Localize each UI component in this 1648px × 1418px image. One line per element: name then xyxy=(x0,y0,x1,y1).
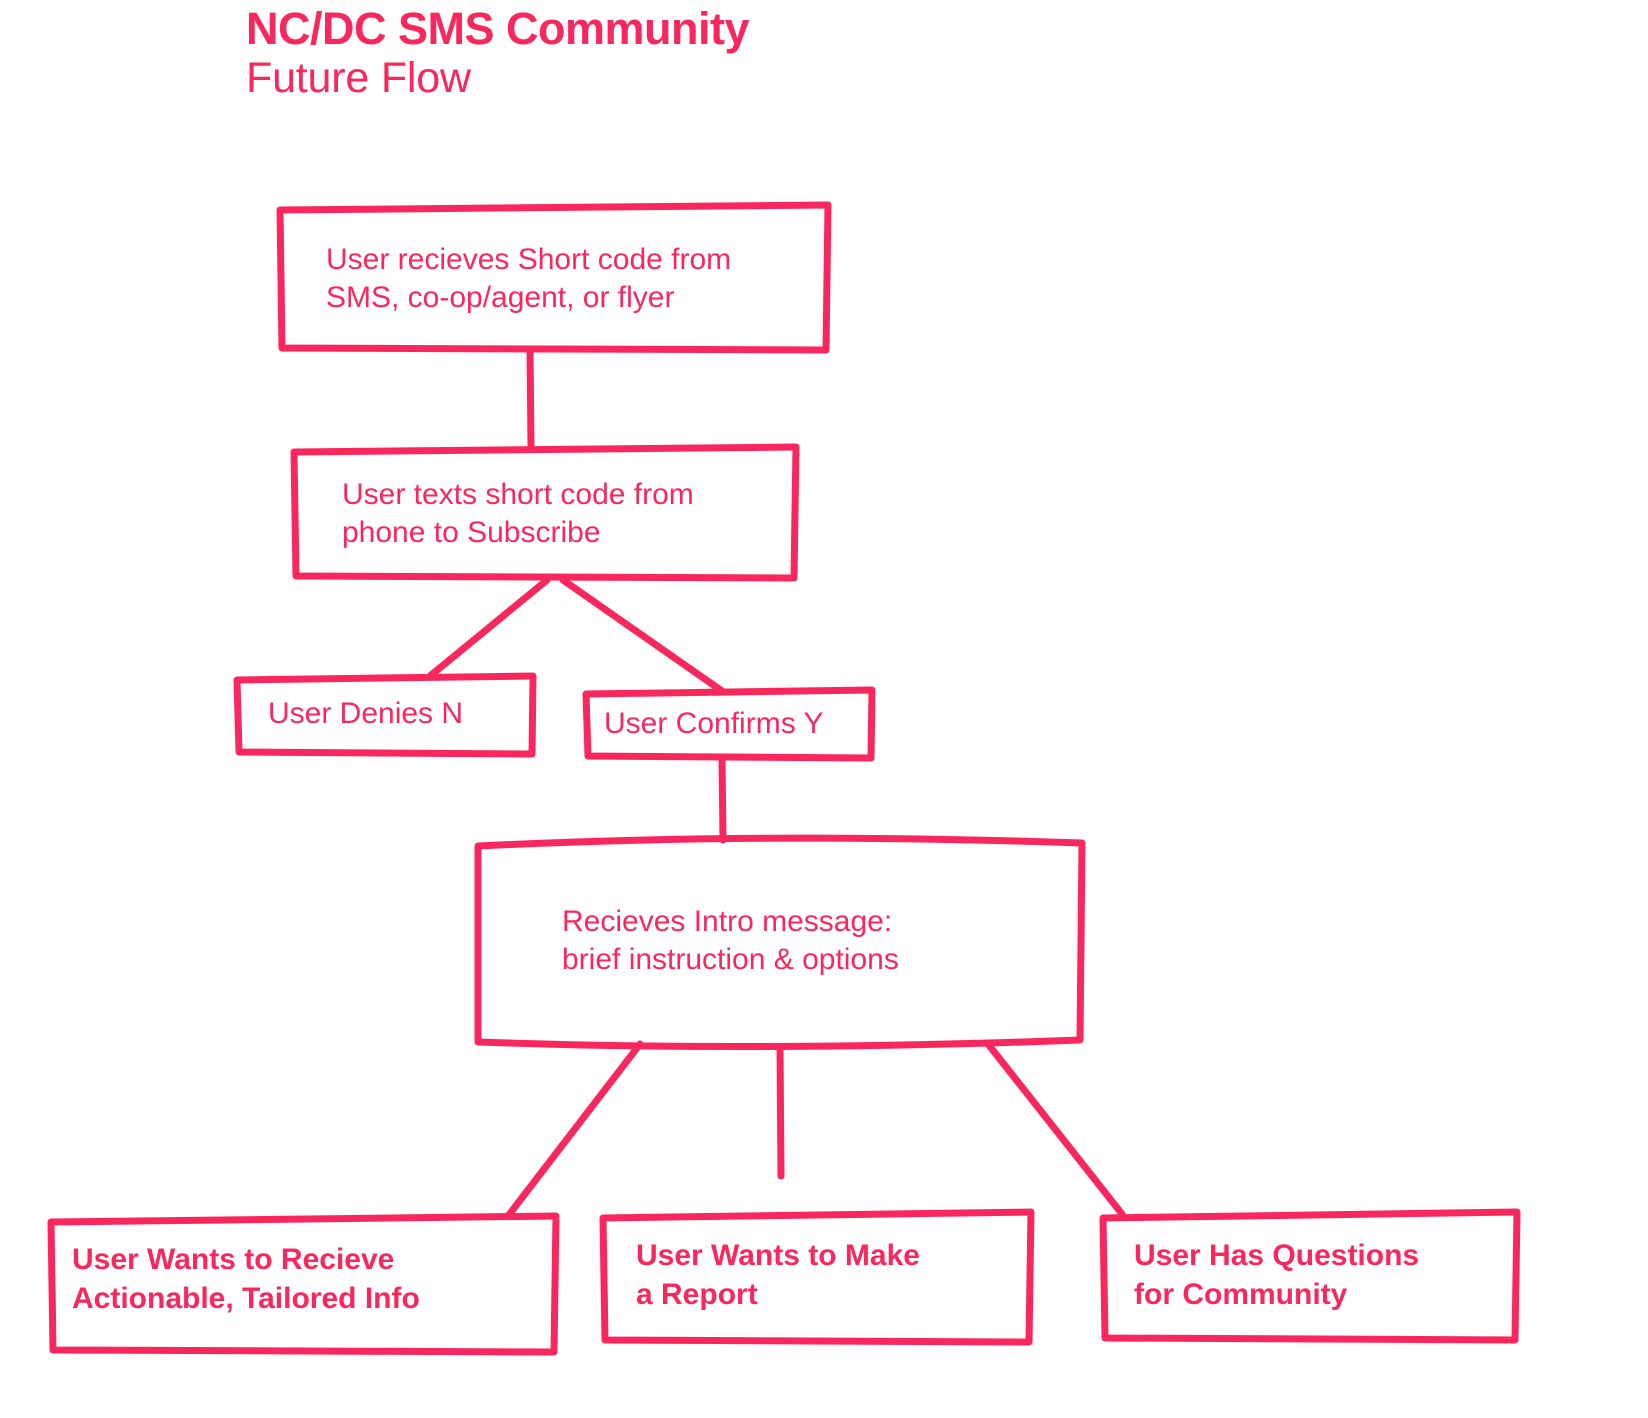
node-label: User Wants to Recieve Actionable, Tailor… xyxy=(72,1243,420,1315)
page-title: NC/DC SMS Community Future Flow xyxy=(246,3,1146,103)
node-receive-shortcode[interactable]: User recieves Short code from SMS, co-op… xyxy=(278,205,830,353)
node-label: User Confirms Y xyxy=(604,706,824,740)
node-box-make-report[interactable] xyxy=(599,1208,1035,1346)
edge-confirms-to-intro xyxy=(718,754,727,844)
node-label: User recieves Short code from SMS, co-op… xyxy=(326,242,732,314)
node-box-texts-shortcode[interactable] xyxy=(290,443,800,582)
edge-texts-to-confirms xyxy=(559,576,726,695)
node-label: Recieves Intro message: brief instructio… xyxy=(562,904,899,976)
title-line-secondary: Future Flow xyxy=(246,54,471,103)
node-box-tailored-info[interactable] xyxy=(47,1212,560,1356)
node-texts-shortcode[interactable]: User texts short code from phone to Subs… xyxy=(292,447,798,581)
node-box-intro[interactable] xyxy=(474,834,1086,1051)
node-label: User Denies N xyxy=(268,696,464,730)
node-confirms[interactable]: User Confirms Y xyxy=(584,690,874,758)
node-intro[interactable]: Recieves Intro message: brief instructio… xyxy=(474,838,1032,1044)
node-box-receive-shortcode[interactable] xyxy=(276,201,832,354)
edge-texts-to-denies xyxy=(426,576,551,680)
node-label: User Has Questions for Community xyxy=(1134,1239,1420,1311)
node-tailored-info[interactable]: User Wants to Recieve Actionable, Tailor… xyxy=(48,1216,558,1342)
node-make-report[interactable]: User Wants to Make a Report xyxy=(600,1212,1032,1338)
title-line-primary: NC/DC SMS Community xyxy=(246,3,750,54)
edge-intro-to-has-questions xyxy=(984,1040,1126,1218)
node-box-confirms[interactable] xyxy=(582,686,876,762)
edge-intro-to-tailored-info xyxy=(504,1040,644,1220)
edge-receive-to-texts xyxy=(526,346,535,451)
node-label: User Wants to Make a Report xyxy=(636,1239,920,1311)
node-denies[interactable]: User Denies N xyxy=(234,676,534,752)
edge-intro-to-make-report xyxy=(776,1044,785,1180)
node-box-denies[interactable] xyxy=(233,672,537,758)
node-label: User texts short code from phone to Subs… xyxy=(342,477,694,549)
node-has-questions[interactable]: User Has Questions for Community xyxy=(1100,1212,1518,1338)
node-box-has-questions[interactable] xyxy=(1099,1208,1521,1344)
